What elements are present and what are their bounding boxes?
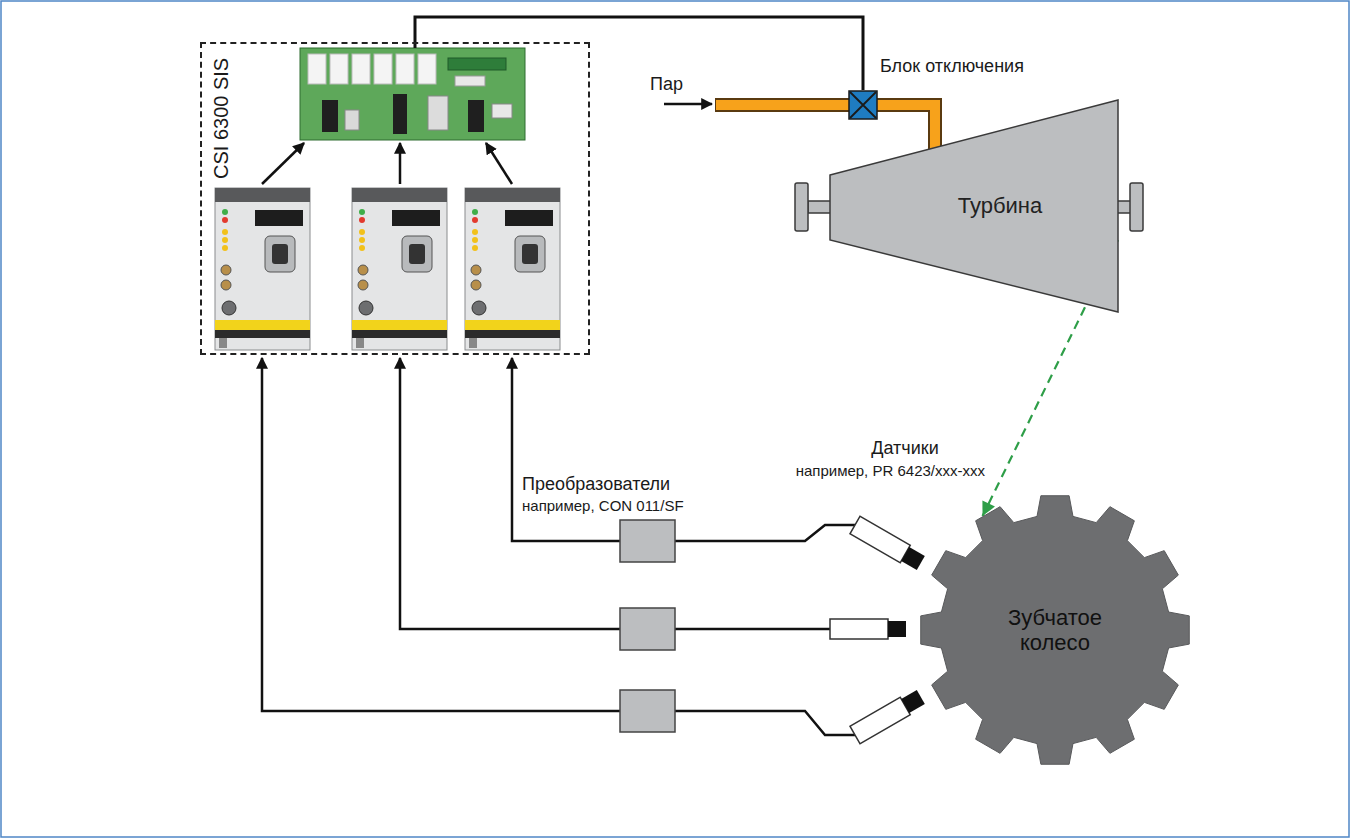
speed-sensors-part-part [830, 619, 888, 639]
relay-board-part [374, 54, 392, 84]
valve-symbol [849, 91, 877, 119]
converter-example: например, CON 011/SF [522, 497, 684, 514]
steam-pipe [715, 105, 935, 152]
relay-board-part [396, 54, 414, 84]
speed-sensors-part [850, 688, 926, 743]
measurement-arrow [983, 240, 1118, 516]
module-to-board-arrows-part [399, 143, 402, 184]
signal-wires-part [512, 358, 620, 541]
connectors [415, 17, 1118, 516]
sensor-example: например, PR 6423/xxx-xxx [796, 462, 985, 479]
monitor-modules-part [215, 188, 310, 350]
relay-board-part [468, 100, 484, 132]
turbine-shafts-part [795, 183, 808, 231]
converter-boxes-part [620, 608, 675, 650]
turbine-body: Турбина [830, 100, 1118, 312]
turbine-shape [830, 100, 1118, 312]
relay-board-part [322, 100, 338, 132]
module-to-board-arrows [262, 143, 512, 184]
turbine-body-outline [830, 100, 1118, 312]
relay-board-part [352, 54, 370, 84]
toothed-wheel-outline [920, 495, 1190, 765]
system-frame: CSI 6300 SIS [200, 42, 590, 355]
gear-shape [921, 496, 1190, 765]
signal-wires-part [675, 525, 855, 541]
signal-wires-part [675, 628, 830, 631]
steam-pipe-part [716, 105, 935, 152]
valve-label: Блок отключения [880, 56, 1024, 77]
relay-board-part [300, 48, 525, 140]
steam-pipe-part [715, 105, 935, 152]
module-to-board-arrows-part [486, 143, 512, 184]
relay-board-part [418, 54, 436, 84]
signal-wires-part [262, 358, 620, 711]
valve-cross [850, 92, 876, 118]
signal-wires-part [675, 711, 855, 735]
signal-wires-part [400, 358, 620, 629]
relay-board-part [345, 110, 359, 130]
speed-sensors-part-part [901, 690, 925, 713]
turbine-shafts [795, 183, 1143, 231]
relay-board-part [448, 58, 506, 70]
turbine-shafts-part [1130, 183, 1143, 231]
speed-sensors-part-part [888, 621, 906, 637]
monitor-modules-part [352, 188, 447, 350]
speed-sensors [830, 516, 926, 743]
converter-boxes-part [620, 520, 675, 562]
medium-label: Пар [650, 74, 683, 95]
relay-board-part [492, 104, 512, 118]
speed-sensors-part-part [850, 516, 910, 562]
trip-wire-stub [414, 42, 417, 48]
node-label: Турбина [958, 193, 1042, 218]
relay-board-part [455, 76, 485, 86]
sensor-label: Датчики [871, 438, 938, 459]
steam-arrow [664, 103, 712, 106]
relay-board [300, 48, 525, 140]
speed-sensors-part [830, 619, 906, 639]
monitor-modules [215, 188, 560, 350]
signal-wires [262, 358, 855, 735]
system-title: CSI 6300 SIS [210, 58, 233, 179]
speed-sensors-part [850, 516, 926, 571]
trip-valve-outline [848, 90, 878, 120]
monitor-modules-part [465, 188, 560, 350]
converter-label: Преобразователи [522, 474, 670, 495]
relay-board-part [308, 54, 326, 84]
converter-boxes-part [620, 690, 675, 732]
node-label: Зубчатое колесо [980, 605, 1130, 656]
converter-boxes [620, 520, 675, 732]
turbine-shafts-part [808, 201, 832, 213]
speed-sensors-part-part [901, 547, 925, 570]
speed-sensors-part-part [850, 697, 910, 743]
module-to-board-arrows-part [262, 143, 304, 184]
relay-board-part [428, 96, 448, 130]
trip-valve: Блок отключения [848, 90, 878, 120]
toothed-wheel: Зубчатое колесо [920, 495, 1190, 765]
trip-line [415, 17, 863, 90]
relay-board-part [393, 94, 407, 134]
relay-board-part [330, 54, 348, 84]
